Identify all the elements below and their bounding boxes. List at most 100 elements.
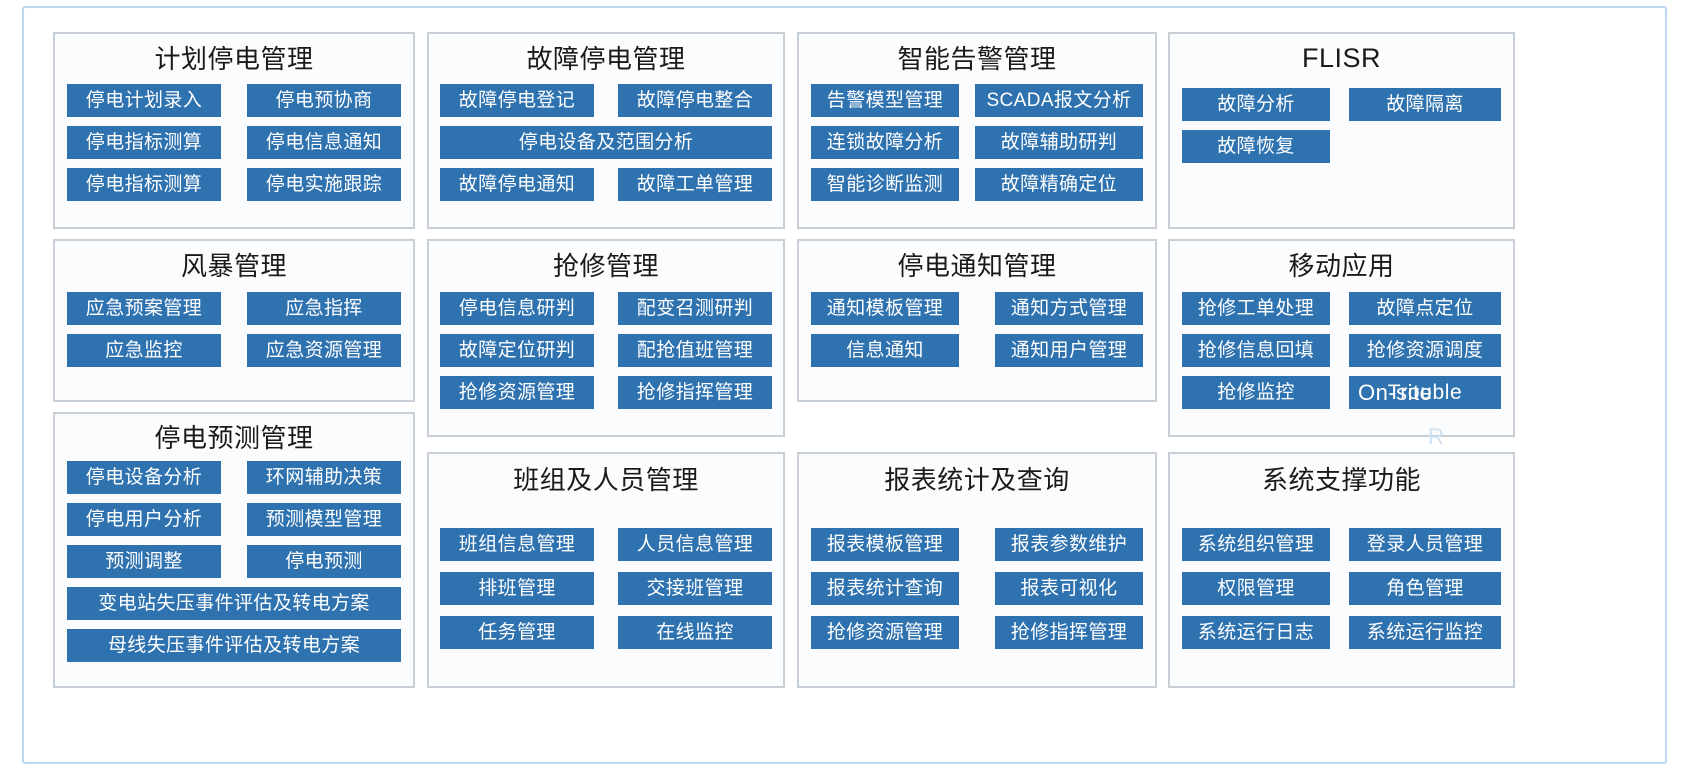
module-button[interactable]: 停电指标测算 [67,168,221,202]
module-button[interactable]: 连锁故障分析 [811,126,959,160]
module-button[interactable]: 故障停电登记 [440,84,594,118]
button-grid: 停电设备分析 环网辅助决策 停电用户分析 预测模型管理 预测调整 停电预测 变电… [55,461,413,663]
panel-title: 报表统计及查询 [884,465,1070,495]
module-button[interactable]: 班组信息管理 [440,528,594,562]
button-grid: 通知模板管理 通知方式管理 信息通知 通知用户管理 [799,292,1155,368]
module-button[interactable]: 通知模板管理 [811,292,959,326]
panel-title: 停电通知管理 [897,251,1057,281]
module-button[interactable]: 故障定位研判 [440,334,594,368]
module-button[interactable]: 配变召测研判 [618,292,772,326]
module-button[interactable]: 故障停电整合 [618,84,772,118]
module-button[interactable]: 故障分析 [1182,88,1330,122]
module-button[interactable]: 报表模板管理 [811,528,959,562]
module-button[interactable]: 人员信息管理 [618,528,772,562]
module-button[interactable]: 应急预案管理 [67,292,221,326]
module-button[interactable]: 抢修资源调度 [1349,334,1501,368]
module-button[interactable]: 停电指标测算 [67,126,221,160]
module-button[interactable]: 故障工单管理 [618,168,772,202]
panel-storm-management: 风暴管理 应急预案管理 应急指挥 应急监控 应急资源管理 [53,239,415,402]
module-button[interactable]: 故障恢复 [1182,130,1330,164]
module-button[interactable]: 信息通知 [811,334,959,368]
panel-title: 故障停电管理 [526,44,686,74]
module-button[interactable]: 故障停电通知 [440,168,594,202]
panel-report-statistics: 报表统计及查询 报表模板管理 报表参数维护 报表统计查询 报表可视化 抢修资源管… [797,452,1157,688]
button-grid: 故障分析 故障隔离 故障恢复 [1170,88,1513,164]
panel-title: 智能告警管理 [897,44,1057,74]
module-button[interactable]: 任务管理 [440,616,594,650]
module-button[interactable]: 系统组织管理 [1182,528,1330,562]
module-button[interactable]: 报表参数维护 [995,528,1143,562]
panel-system-support: 系统支撑功能 系统组织管理 登录人员管理 权限管理 角色管理 系统运行日志 系统… [1168,452,1515,688]
module-button[interactable]: 报表可视化 [995,572,1143,606]
panel-title: 计划停电管理 [154,44,314,74]
module-button[interactable]: 报表统计查询 [811,572,959,606]
panel-outage-notification: 停电通知管理 通知模板管理 通知方式管理 信息通知 通知用户管理 [797,239,1157,402]
module-button[interactable]: 停电预测 [247,545,401,579]
module-button[interactable]: SCADA报文分析 [975,84,1143,118]
button-grid: 告警模型管理 SCADA报文分析 连锁故障分析 故障辅助研判 智能诊断监测 故障… [799,84,1155,202]
module-button[interactable]: 停电信息研判 [440,292,594,326]
button-grid: 报表模板管理 报表参数维护 报表统计查询 报表可视化 抢修资源管理 抢修指挥管理 [799,528,1155,650]
button-grid: 停电信息研判 配变召测研判 故障定位研判 配抢值班管理 抢修资源管理 抢修指挥管… [429,292,783,410]
module-button[interactable]: 应急指挥 [247,292,401,326]
module-button[interactable]: 应急资源管理 [247,334,401,368]
module-button[interactable]: 角色管理 [1349,572,1501,606]
panel-title: 移动应用 [1288,251,1395,281]
panel-flisr: FLISR 故障分析 故障隔离 故障恢复 [1168,32,1515,229]
module-button[interactable]: 故障精确定位 [975,168,1143,202]
module-button[interactable]: 预测调整 [67,545,221,579]
module-button[interactable]: 通知用户管理 [995,334,1143,368]
module-button[interactable]: 配抢值班管理 [618,334,772,368]
module-button[interactable]: 抢修信息回填 [1182,334,1330,368]
module-button[interactable]: 预测模型管理 [247,503,401,537]
module-button[interactable]: 停电信息通知 [247,126,401,160]
module-button[interactable]: 变电站失压事件评估及转电方案 [67,587,401,621]
module-button[interactable]: 停电设备及范围分析 [440,126,772,160]
panel-title: 抢修管理 [552,251,659,281]
module-button[interactable]: 交接班管理 [618,572,772,606]
module-button[interactable]: 抢修指挥管理 [995,616,1143,650]
module-button[interactable]: 停电预协商 [247,84,401,118]
module-button[interactable]: 故障点定位 [1349,292,1501,326]
panel-fault-outage: 故障停电管理 故障停电登记 故障停电整合 停电设备及范围分析 故障停电通知 故障… [427,32,785,229]
panel-title: FLISR [1301,43,1382,73]
module-button[interactable]: 故障辅助研判 [975,126,1143,160]
panel-mobile-app: 移动应用 抢修工单处理 故障点定位 抢修信息回填 抢修资源调度 抢修监控 Tro… [1168,239,1515,449]
module-button[interactable]: 停电计划录入 [67,84,221,118]
module-button[interactable]: 停电设备分析 [67,461,221,495]
module-button[interactable]: 抢修监控 [1182,376,1330,410]
module-button[interactable]: 登录人员管理 [1349,528,1501,562]
panel-title: 停电预测管理 [154,423,314,453]
module-button[interactable]: 母线失压事件评估及转电方案 [67,629,401,663]
module-button[interactable]: 环网辅助决策 [247,461,401,495]
module-button[interactable]: 抢修资源管理 [811,616,959,650]
module-button[interactable]: 权限管理 [1182,572,1330,606]
panel-emergency-repair: 抢修管理 停电信息研判 配变召测研判 故障定位研判 配抢值班管理 抢修资源管理 … [427,239,785,437]
module-button[interactable]: 系统运行监控 [1349,616,1501,650]
module-button[interactable]: 停电实施跟踪 [247,168,401,202]
module-button[interactable]: 故障隔离 [1349,88,1501,122]
module-button[interactable]: 排班管理 [440,572,594,606]
panel-smart-alarm: 智能告警管理 告警模型管理 SCADA报文分析 连锁故障分析 故障辅助研判 智能… [797,32,1157,229]
module-button[interactable]: Trouble [1349,376,1501,410]
panel-title: 班组及人员管理 [513,465,699,495]
button-grid: 抢修工单处理 故障点定位 抢修信息回填 抢修资源调度 抢修监控 Trouble [1170,292,1513,410]
module-button[interactable]: 应急监控 [67,334,221,368]
module-button[interactable]: 通知方式管理 [995,292,1143,326]
module-button[interactable]: 在线监控 [618,616,772,650]
module-button[interactable]: 系统运行日志 [1182,616,1330,650]
panel-team-personnel: 班组及人员管理 班组信息管理 人员信息管理 排班管理 交接班管理 任务管理 在线… [427,452,785,688]
module-button[interactable]: 告警模型管理 [811,84,959,118]
panel-planned-outage: 计划停电管理 停电计划录入 停电预协商 停电指标测算 停电信息通知 停电指标测算… [53,32,415,229]
module-button[interactable]: 智能诊断监测 [811,168,959,202]
button-grid: 停电计划录入 停电预协商 停电指标测算 停电信息通知 停电指标测算 停电实施跟踪 [55,84,413,202]
button-grid: 班组信息管理 人员信息管理 排班管理 交接班管理 任务管理 在线监控 [429,528,783,650]
module-button[interactable]: 抢修工单处理 [1182,292,1330,326]
module-button[interactable]: 停电用户分析 [67,503,221,537]
button-grid: 应急预案管理 应急指挥 应急监控 应急资源管理 [55,292,413,368]
module-button[interactable]: 抢修指挥管理 [618,376,772,410]
panel-title: 风暴管理 [180,251,287,281]
button-grid: 故障停电登记 故障停电整合 停电设备及范围分析 故障停电通知 故障工单管理 [429,84,783,202]
module-button[interactable]: 抢修资源管理 [440,376,594,410]
